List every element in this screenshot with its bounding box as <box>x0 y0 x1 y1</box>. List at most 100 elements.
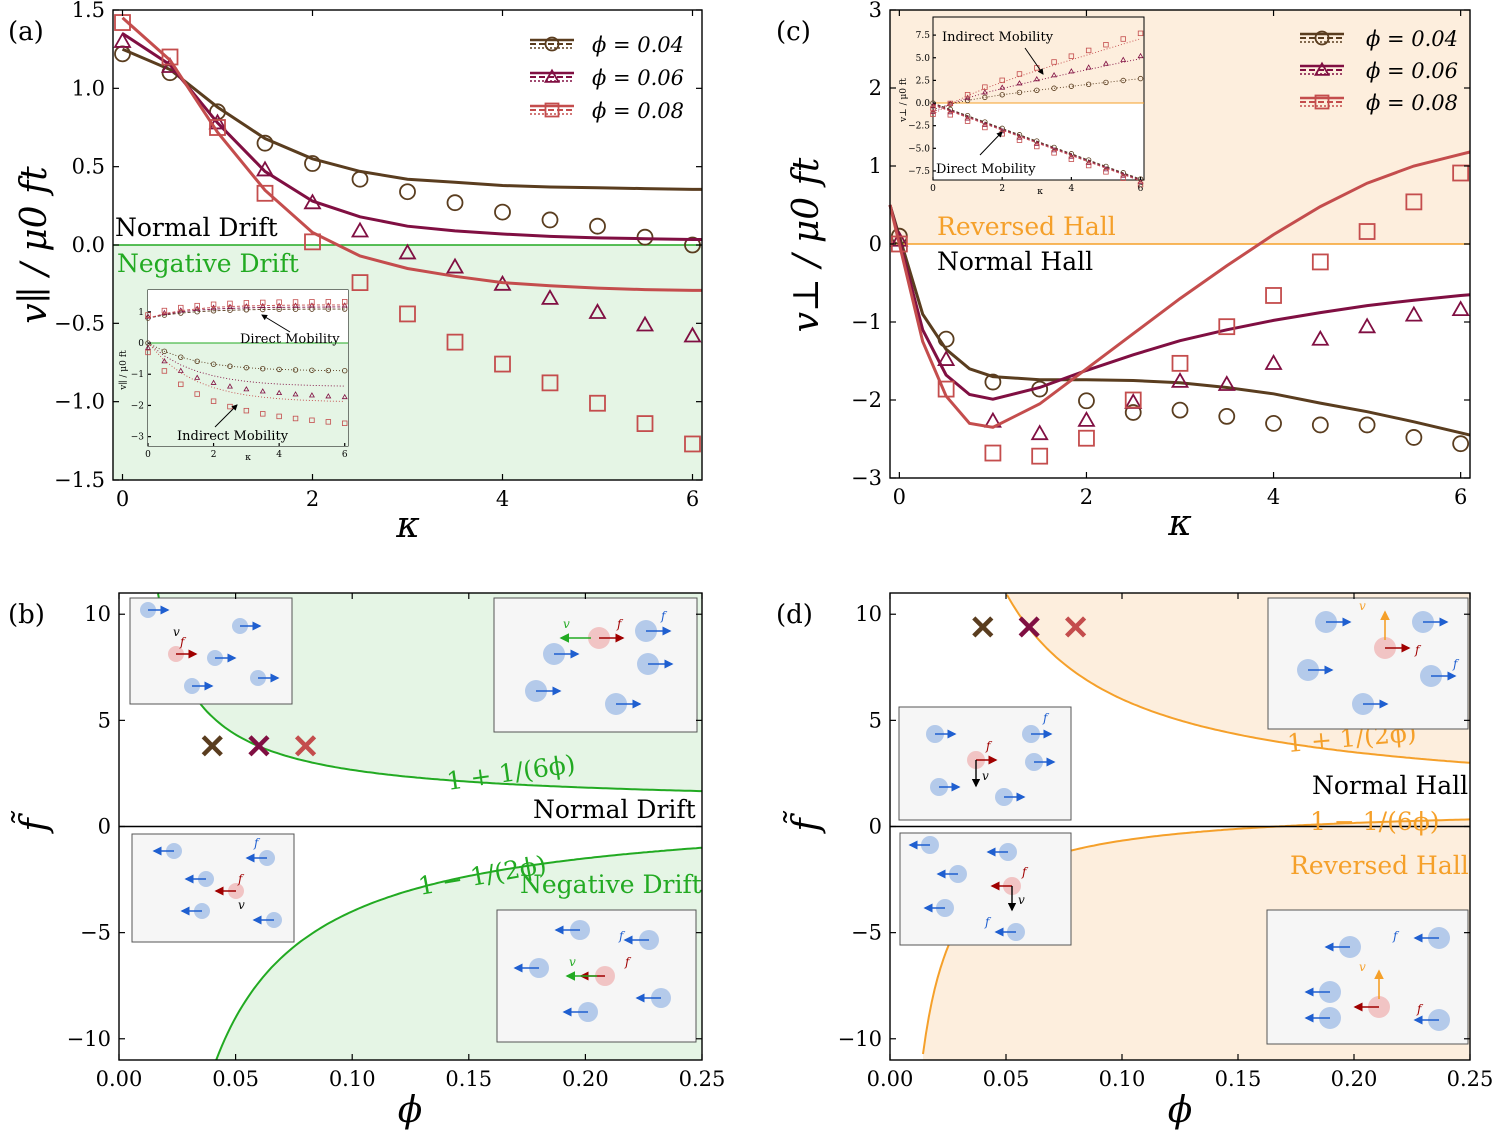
x-tick-label: 0 <box>893 485 906 509</box>
data-point-circle <box>589 217 606 235</box>
data-point-triangle <box>1085 64 1092 70</box>
inset-y-tick-label: 7.5 <box>916 31 931 41</box>
data-point-square <box>227 300 233 307</box>
legend-entry: ϕ = 0.06 <box>592 66 684 90</box>
inset-y-label: v⊥ / μ0 ft <box>899 78 909 123</box>
data-point-circle <box>544 36 560 52</box>
data-point-square <box>260 411 266 417</box>
data-point-triangle <box>303 193 322 210</box>
data-point-square <box>342 420 348 426</box>
legend-entry: ϕ = 0.08 <box>1366 91 1458 115</box>
data-point-square <box>1120 36 1126 42</box>
panel-label-c: (c) <box>776 17 811 47</box>
data-point-square <box>194 302 200 309</box>
y-tick-label: 1.5 <box>72 0 105 22</box>
data-point-triangle <box>226 383 233 389</box>
panel-label-a: (a) <box>8 17 44 47</box>
data-point-triangle <box>308 392 315 398</box>
data-point-square <box>1171 354 1189 372</box>
inset-curve <box>932 104 1141 182</box>
inset-curve <box>147 342 345 372</box>
y-tick-label: 0 <box>869 815 882 839</box>
data-point-circle <box>1085 157 1092 163</box>
x-tick-label: 0 <box>116 487 129 511</box>
inset-x-tick-label: 6 <box>1138 184 1144 194</box>
data-point-square <box>982 124 988 131</box>
data-point-square <box>1120 175 1126 181</box>
tracer-force-label: f <box>179 635 187 649</box>
y-tick-label: 0 <box>98 815 111 839</box>
reversed-hall-label: Reversed Hall <box>937 212 1116 241</box>
data-point-square <box>947 100 953 107</box>
data-point-square <box>161 368 168 374</box>
data-point-circle <box>304 155 321 172</box>
data-point-triangle <box>930 108 936 114</box>
data-point-triangle <box>1311 329 1330 346</box>
velocity-label: v <box>1359 599 1366 613</box>
data-point-circle <box>937 330 955 348</box>
data-point-square <box>1068 53 1075 59</box>
x-tick-label: 0.25 <box>1447 1067 1494 1091</box>
inset-curve <box>147 342 345 402</box>
normal-drift-label: Normal Drift <box>115 213 278 242</box>
bath-force-label: f <box>1452 657 1460 671</box>
y-tick-label: 10 <box>855 602 882 626</box>
bath-force-label: f <box>1042 711 1050 725</box>
x-tick-label: 0.25 <box>679 1067 726 1091</box>
data-point-circle <box>210 308 217 314</box>
inset-arrow <box>979 131 1003 156</box>
data-point-square <box>494 355 511 373</box>
bath-force-label: f <box>618 929 626 943</box>
x-tick-label: 0.20 <box>1331 1067 1378 1091</box>
y-axis-label-d: f̃ <box>784 810 827 835</box>
data-point-square <box>999 77 1005 84</box>
data-point-circle <box>1314 30 1330 46</box>
data-point-triangle <box>177 367 184 373</box>
y-tick-label: 1.0 <box>72 76 105 100</box>
data-point-circle <box>1218 407 1236 425</box>
data-point-triangle <box>259 388 266 394</box>
negative-drift-label: Negative Drift <box>117 249 299 278</box>
data-point-triangle <box>981 89 988 95</box>
data-point-square <box>947 112 953 118</box>
x-tick-label: 6 <box>686 487 699 511</box>
data-point-square <box>1358 223 1376 240</box>
data-point-triangle <box>1030 424 1049 441</box>
data-point-square <box>964 91 971 98</box>
parameter-cross <box>201 735 223 757</box>
bath-force-label: f <box>984 915 992 929</box>
inset-y-tick-label: −1 <box>131 370 144 380</box>
data-point-triangle <box>1068 153 1075 159</box>
parameter-cross <box>1065 616 1087 638</box>
data-point-square <box>1085 162 1092 169</box>
data-point-triangle <box>145 344 151 350</box>
x-tick-label: 0.20 <box>562 1067 609 1091</box>
data-point-triangle <box>635 315 655 332</box>
data-point-square <box>982 84 988 90</box>
data-point-square <box>325 419 332 425</box>
data-point-square <box>1137 30 1144 37</box>
data-point-square <box>1031 447 1049 465</box>
data-point-square <box>161 307 168 314</box>
data-point-circle <box>1124 404 1142 421</box>
inset-y-tick-label: −2.5 <box>908 122 930 132</box>
boundary-curve-upper <box>1006 594 1471 764</box>
tracer-force-label: f <box>1021 865 1029 879</box>
data-point-triangle <box>947 108 954 115</box>
normal-hall-label: Normal Hall <box>1312 771 1468 800</box>
data-point-triangle <box>145 313 151 319</box>
inset-y-tick-label: −3 <box>131 433 145 443</box>
data-point-triangle <box>1264 354 1283 370</box>
data-point-circle <box>999 92 1005 98</box>
velocity-label: v <box>238 898 245 912</box>
data-point-square <box>1051 150 1057 156</box>
theory-curve <box>888 204 1471 437</box>
data-point-circle <box>161 348 168 355</box>
data-point-square <box>1016 71 1023 77</box>
data-point-triangle <box>1137 52 1144 59</box>
plot-frame-c <box>889 9 1471 479</box>
inset-x-label: κ <box>245 453 251 463</box>
